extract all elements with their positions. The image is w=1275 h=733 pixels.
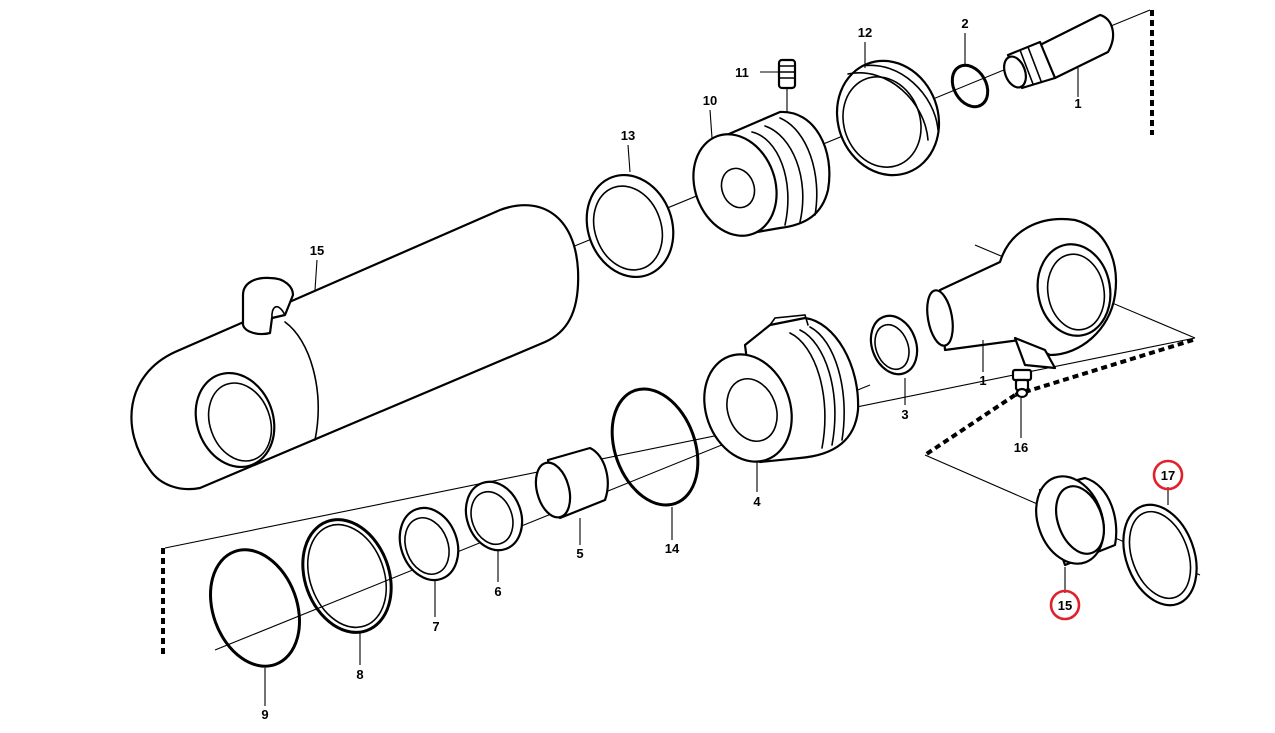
- o-ring-2: [950, 63, 990, 109]
- callout-13: 13: [621, 128, 635, 143]
- cylinder-tube: [130, 204, 580, 491]
- callout-17: 16: [1014, 440, 1028, 455]
- piston-rod-top: [1003, 13, 1115, 90]
- callout-12: 12: [858, 25, 872, 40]
- callout-14: 14: [665, 541, 680, 556]
- bushing-5: [534, 446, 609, 520]
- leader-lines: [264, 33, 1169, 706]
- bushing-3: [869, 314, 919, 376]
- rod-eye: [926, 218, 1117, 370]
- ring-13: [585, 173, 675, 279]
- callout-1-top: 1: [1074, 96, 1081, 111]
- callout-9: 9: [261, 707, 268, 722]
- callout-labels: 15 13 10 11 12 2 1 1 3 16 4 14 5 6 7 8 9…: [261, 16, 1184, 722]
- bushing-16: [1035, 475, 1118, 567]
- callout-6: 6: [494, 584, 501, 599]
- set-screw-11: [777, 58, 797, 112]
- callout-11: 11: [735, 65, 749, 80]
- callout-4: 4: [753, 494, 761, 509]
- callout-10: 10: [703, 93, 717, 108]
- piston-10: [692, 110, 831, 237]
- callout-15: 15: [310, 243, 324, 258]
- callout-5: 5: [576, 546, 583, 561]
- highlight-circle-16: [1049, 589, 1081, 621]
- callout-3: 3: [901, 407, 908, 422]
- callout-1-bottom: 1: [979, 373, 986, 388]
- o-ring-14: [610, 387, 700, 507]
- callout-7: 7: [432, 619, 439, 634]
- wiper-7: [398, 506, 460, 582]
- grease-nipple-17: [1011, 368, 1033, 399]
- guide-ring-12: [835, 59, 941, 177]
- o-ring-9: [209, 548, 301, 668]
- break-lines: [161, 10, 1194, 655]
- callout-18: 17: [1161, 468, 1175, 483]
- callout-2: 2: [961, 16, 968, 31]
- cylinder-head-4: [703, 314, 860, 464]
- callout-16: 15: [1058, 598, 1072, 613]
- highlight-circle-18: [1152, 459, 1184, 491]
- o-ring-8: [301, 518, 393, 634]
- ring-18: [1122, 503, 1198, 607]
- callout-8: 8: [356, 667, 363, 682]
- seal-6: [464, 480, 524, 552]
